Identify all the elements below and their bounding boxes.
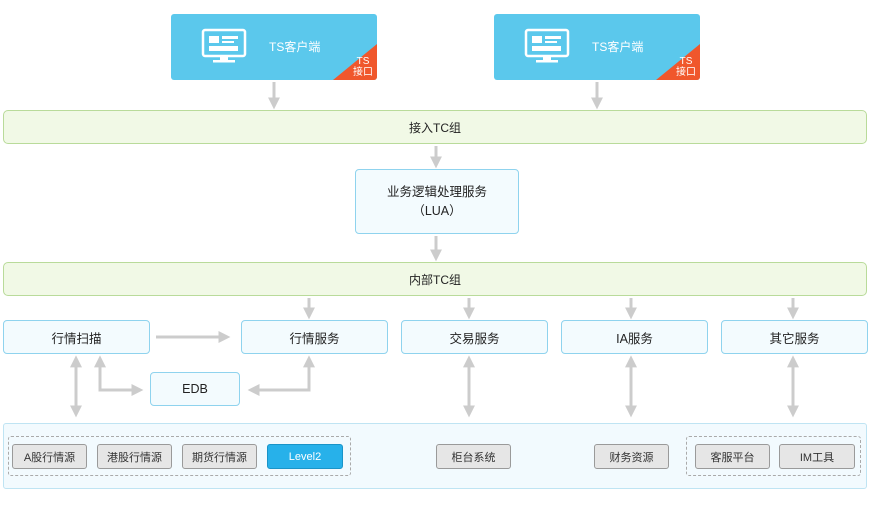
edb-box: EDB xyxy=(150,372,240,406)
access-tc-group: 接入TC组 xyxy=(3,110,867,144)
ts-client-2: TS客户端 TS 接口 xyxy=(494,14,700,80)
support-tools-group xyxy=(686,436,861,476)
arrow-scan-to-edb xyxy=(94,355,144,396)
hk-share-source: 港股行情源 xyxy=(97,444,172,469)
ts-interface-corner xyxy=(333,44,377,80)
ts-interface-label: TS 接口 xyxy=(353,56,373,78)
monitor-icon xyxy=(201,28,247,63)
level2-source: Level2 xyxy=(267,444,343,469)
internal-tc-group: 内部TC组 xyxy=(3,262,867,296)
ts-interface-label: TS 接口 xyxy=(676,56,696,78)
ts-interface-corner xyxy=(656,44,700,80)
market-scan-service: 行情扫描 xyxy=(3,320,150,354)
trade-service: 交易服务 xyxy=(401,320,548,354)
ia-service: IA服务 xyxy=(561,320,708,354)
market-sources-group xyxy=(8,436,351,476)
arrow-market-to-edb xyxy=(247,355,315,396)
futures-source: 期货行情源 xyxy=(182,444,257,469)
logic-service-title: 业务逻辑处理服务 xyxy=(386,184,487,199)
cs-platform: 客服平台 xyxy=(695,444,770,469)
counter-system: 柜台系统 xyxy=(436,444,511,469)
im-tool: IM工具 xyxy=(779,444,855,469)
finance-resources: 财务资源 xyxy=(594,444,669,469)
a-share-source: A股行情源 xyxy=(12,444,87,469)
monitor-icon xyxy=(524,28,570,63)
client-label: TS客户端 xyxy=(592,40,644,54)
logic-service-subtitle: （LUA） xyxy=(412,203,462,218)
ts-client-1: TS客户端 TS 接口 xyxy=(171,14,377,80)
other-service: 其它服务 xyxy=(721,320,868,354)
market-service: 行情服务 xyxy=(241,320,388,354)
business-logic-service: 业务逻辑处理服务 （LUA） xyxy=(355,169,519,234)
client-label: TS客户端 xyxy=(269,40,321,54)
